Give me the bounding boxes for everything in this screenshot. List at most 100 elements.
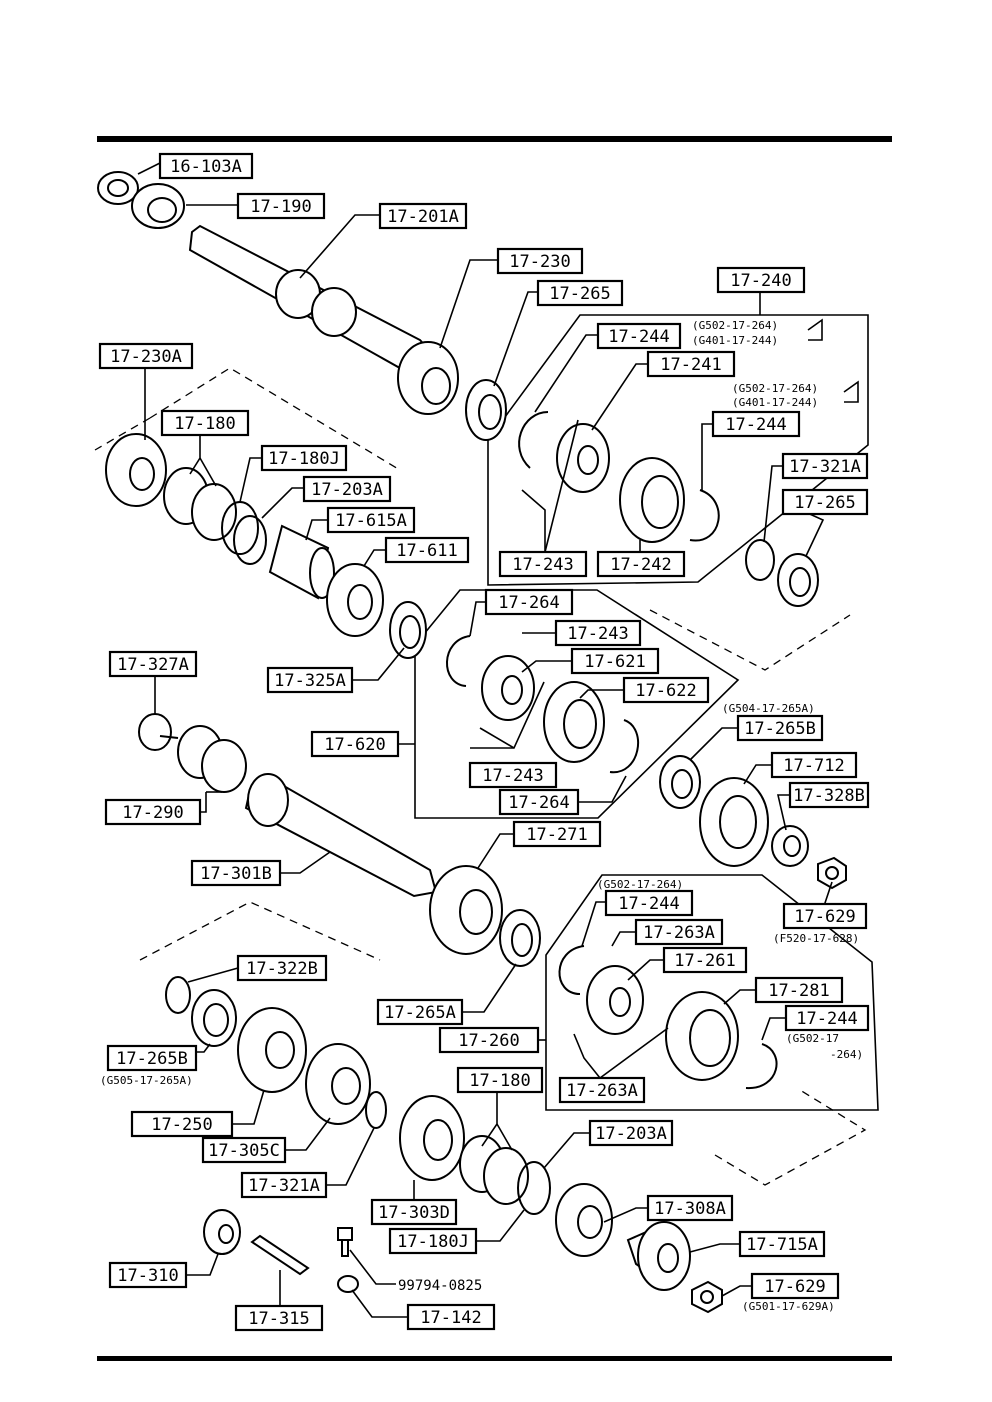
label-17-242: 17-242 (596, 550, 686, 578)
label-17-305C: 17-305C (201, 1136, 287, 1164)
svg-text:17-315: 17-315 (248, 1309, 309, 1329)
svg-text:17-190: 17-190 (250, 197, 311, 217)
label-17-243-low: 17-243 (468, 761, 558, 789)
label-17-310: 17-310 (108, 1261, 188, 1289)
svg-text:17-325A: 17-325A (274, 671, 346, 691)
label-17-327A: 17-327A (108, 650, 198, 678)
label-17-265B-left: 17-265B (106, 1044, 198, 1072)
svg-text:17-621: 17-621 (584, 652, 645, 672)
note-1b: (G401-17-244) (692, 334, 778, 347)
label-17-271: 17-271 (512, 820, 602, 848)
svg-text:17-244: 17-244 (725, 415, 786, 435)
label-17-264-b: 17-264 (498, 788, 580, 816)
label-17-263A-low: 17-263A (558, 1076, 646, 1104)
part-seal-16-103A (97, 171, 139, 205)
svg-text:17-180J: 17-180J (397, 1232, 469, 1252)
part-hub-17-261 (586, 965, 644, 1035)
part-nut-17-629-low (691, 1280, 723, 1314)
label-17-180-top: 17-180 (160, 409, 250, 437)
part-gear-17-611 (326, 563, 384, 637)
svg-text:17-263A: 17-263A (643, 923, 715, 943)
svg-text:17-203A: 17-203A (311, 480, 383, 500)
part-pin-17-315 (250, 1234, 310, 1276)
label-16-103A: 16-103A (158, 152, 254, 180)
part-gear-17-230A (105, 433, 167, 507)
part-nut-17-629-top (817, 856, 847, 890)
part-bearing-17-180-low (459, 1135, 529, 1205)
svg-text:17-265: 17-265 (794, 493, 855, 513)
svg-text:17-264: 17-264 (498, 593, 559, 613)
label-17-325A: 17-325A (266, 666, 354, 694)
label-17-244-c: 17-244 (604, 889, 694, 917)
top-rule (97, 136, 892, 142)
svg-text:17-715A: 17-715A (746, 1235, 818, 1255)
part-snap-ring-17-264-a (446, 635, 471, 687)
svg-text:17-244: 17-244 (796, 1009, 857, 1029)
label-17-712: 17-712 (770, 751, 858, 779)
label-17-629-top: 17-629 (782, 902, 868, 930)
svg-text:17-265B: 17-265B (116, 1049, 188, 1069)
label-17-715A: 17-715A (738, 1230, 826, 1258)
part-gear-17-310 (203, 1209, 241, 1255)
svg-text:17-180: 17-180 (469, 1071, 530, 1091)
part-collar-17-328B (771, 825, 809, 867)
label-17-244-d: 17-244 (784, 1004, 870, 1032)
label-17-203A-top: 17-203A (302, 475, 392, 503)
part-clip-17-321A-low (365, 1091, 387, 1129)
part-clip-17-321A-top (745, 539, 775, 581)
part-gear-17-308A (555, 1183, 613, 1257)
label-17-303D: 17-303D (370, 1198, 458, 1226)
note-1a: (G502-17-264) (692, 319, 778, 332)
svg-text:17-301B: 17-301B (200, 864, 272, 884)
label-17-244-b: 17-244 (711, 410, 801, 438)
svg-text:17-615A: 17-615A (335, 511, 407, 531)
label-17-180-low: 17-180 (456, 1066, 544, 1094)
svg-text:17-308A: 17-308A (654, 1199, 726, 1219)
svg-text:17-290: 17-290 (122, 803, 183, 823)
label-17-244-a: 17-244 (596, 322, 682, 350)
label-17-265B-right: 17-265B (736, 714, 824, 742)
bottom-rule (97, 1356, 892, 1361)
label-17-621: 17-621 (570, 647, 660, 675)
part-shaft-17-201A (188, 224, 442, 378)
svg-text:17-321A: 17-321A (248, 1176, 320, 1196)
label-17-281: 17-281 (754, 976, 844, 1004)
part-cone-17-715A (626, 1221, 691, 1291)
svg-text:17-244: 17-244 (618, 894, 679, 914)
svg-text:17-261: 17-261 (674, 951, 735, 971)
label-17-263A-top: 17-263A (634, 918, 724, 946)
part-ring-17-325A (389, 601, 427, 659)
svg-text:17-230: 17-230 (509, 252, 570, 272)
svg-text:17-303D: 17-303D (378, 1203, 450, 1223)
part-snap-ring-17-244-b (689, 489, 720, 542)
label-17-301B: 17-301B (190, 859, 282, 887)
part-shim-17-203A-low (517, 1161, 551, 1215)
part-gear-17-303D (399, 1095, 465, 1181)
part-snap-ring-17-244-a (518, 411, 549, 469)
part-snap-ring-17-264-b (609, 719, 639, 774)
note-3: (G504-17-265A) (722, 702, 815, 715)
part-clip-17-322B (165, 976, 191, 1014)
svg-text:17-265B: 17-265B (744, 719, 816, 739)
label-17-250: 17-250 (130, 1110, 234, 1138)
note-2-arrow (843, 380, 859, 403)
part-ring-17-265-right (777, 553, 819, 607)
part-gear-17-271 (429, 865, 503, 955)
svg-text:17-321A: 17-321A (789, 457, 861, 477)
label-17-611: 17-611 (384, 536, 470, 564)
svg-text:17-243: 17-243 (512, 555, 573, 575)
part-shim-17-203A-top (233, 515, 267, 565)
part-ring-17-265-top (465, 379, 507, 441)
note-5: (G502-17-264) (597, 878, 683, 891)
svg-text:17-622: 17-622 (635, 681, 696, 701)
part-bolt-99794-0825 (337, 1227, 353, 1257)
label-17-615A: 17-615A (326, 506, 416, 534)
svg-text:17-263A: 17-263A (566, 1081, 638, 1101)
part-bearing-17-290 (177, 725, 247, 793)
svg-text:17-327A: 17-327A (117, 655, 189, 675)
svg-text:17-712: 17-712 (783, 756, 844, 776)
svg-text:17-629: 17-629 (764, 1277, 825, 1297)
part-clip-17-142 (337, 1275, 359, 1293)
part-snap-ring-17-244-c (558, 945, 585, 995)
svg-text:17-201A: 17-201A (387, 207, 459, 227)
